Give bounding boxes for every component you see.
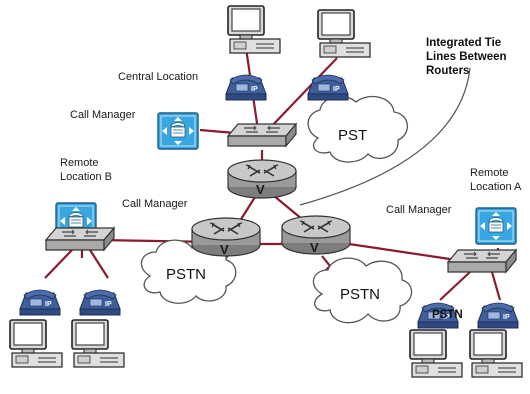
link-switch-a-phone-2 <box>490 271 502 301</box>
central-pc-1-icon <box>227 5 281 54</box>
remote-b-label-line1: Remote <box>60 157 99 169</box>
cloud-pstn-left-label: PSTN <box>166 266 206 283</box>
central-router-mark: V <box>256 182 265 197</box>
left-router-mark: V <box>220 242 229 257</box>
central-location-label: Central Location <box>118 71 198 83</box>
cloud-pst: PST <box>307 95 408 163</box>
tie-lines-label-line3: Routers <box>426 65 469 77</box>
remote-a-pc-1-icon <box>409 329 463 378</box>
remote-a-label-line2: Location A <box>470 181 522 193</box>
central-call-manager-icon <box>157 112 199 150</box>
remote-b-ip-phone-1-icon <box>19 289 61 316</box>
link-pc-central-2 <box>267 57 338 131</box>
tie-lines-label-line2: Lines Between <box>426 51 507 63</box>
remote-b-ip-phone-2-icon <box>79 289 121 316</box>
remote-a-ip-phone-2-icon <box>477 302 519 329</box>
central-call-manager-label: Call Manager <box>70 109 136 121</box>
link-switch-b-phone-1 <box>44 249 73 279</box>
cloud-pstn-right-label: PSTN <box>340 286 380 303</box>
link-callmgr-central <box>199 128 236 135</box>
link-switch-a-phone-1 <box>439 271 471 301</box>
cloud-pst-label: PST <box>338 127 367 144</box>
remote-b-call-manager-label: Call Manager <box>122 198 188 210</box>
central-ip-phone-2-icon <box>307 74 349 101</box>
central-ip-phone-1-icon <box>225 74 267 101</box>
pstn-overlay-label: PSTN <box>432 309 463 321</box>
remote-b-switch-icon <box>45 227 115 251</box>
tie-lines-callout-line <box>299 67 471 206</box>
central-pc-2-icon <box>317 9 371 58</box>
central-switch-icon <box>227 123 297 147</box>
remote-b-pc-1-icon <box>9 319 63 368</box>
tie-lines-label-line1: Integrated Tie <box>426 37 501 49</box>
remote-a-call-manager-label: Call Manager <box>386 204 452 216</box>
link-switch-b-phone-2 <box>89 249 109 279</box>
remote-b-label-line2: Location B <box>60 171 112 183</box>
remote-b-pc-2-icon <box>71 319 125 368</box>
remote-a-pc-2-icon <box>469 329 523 378</box>
right-router-mark: V <box>310 240 319 255</box>
cloud-pstn-right: PSTN <box>312 257 413 324</box>
remote-a-call-manager-icon <box>475 207 517 245</box>
remote-a-label-line1: Remote <box>470 167 509 179</box>
cloud-pstn-left: PSTN <box>140 239 237 304</box>
remote-a-switch-icon <box>447 249 517 273</box>
